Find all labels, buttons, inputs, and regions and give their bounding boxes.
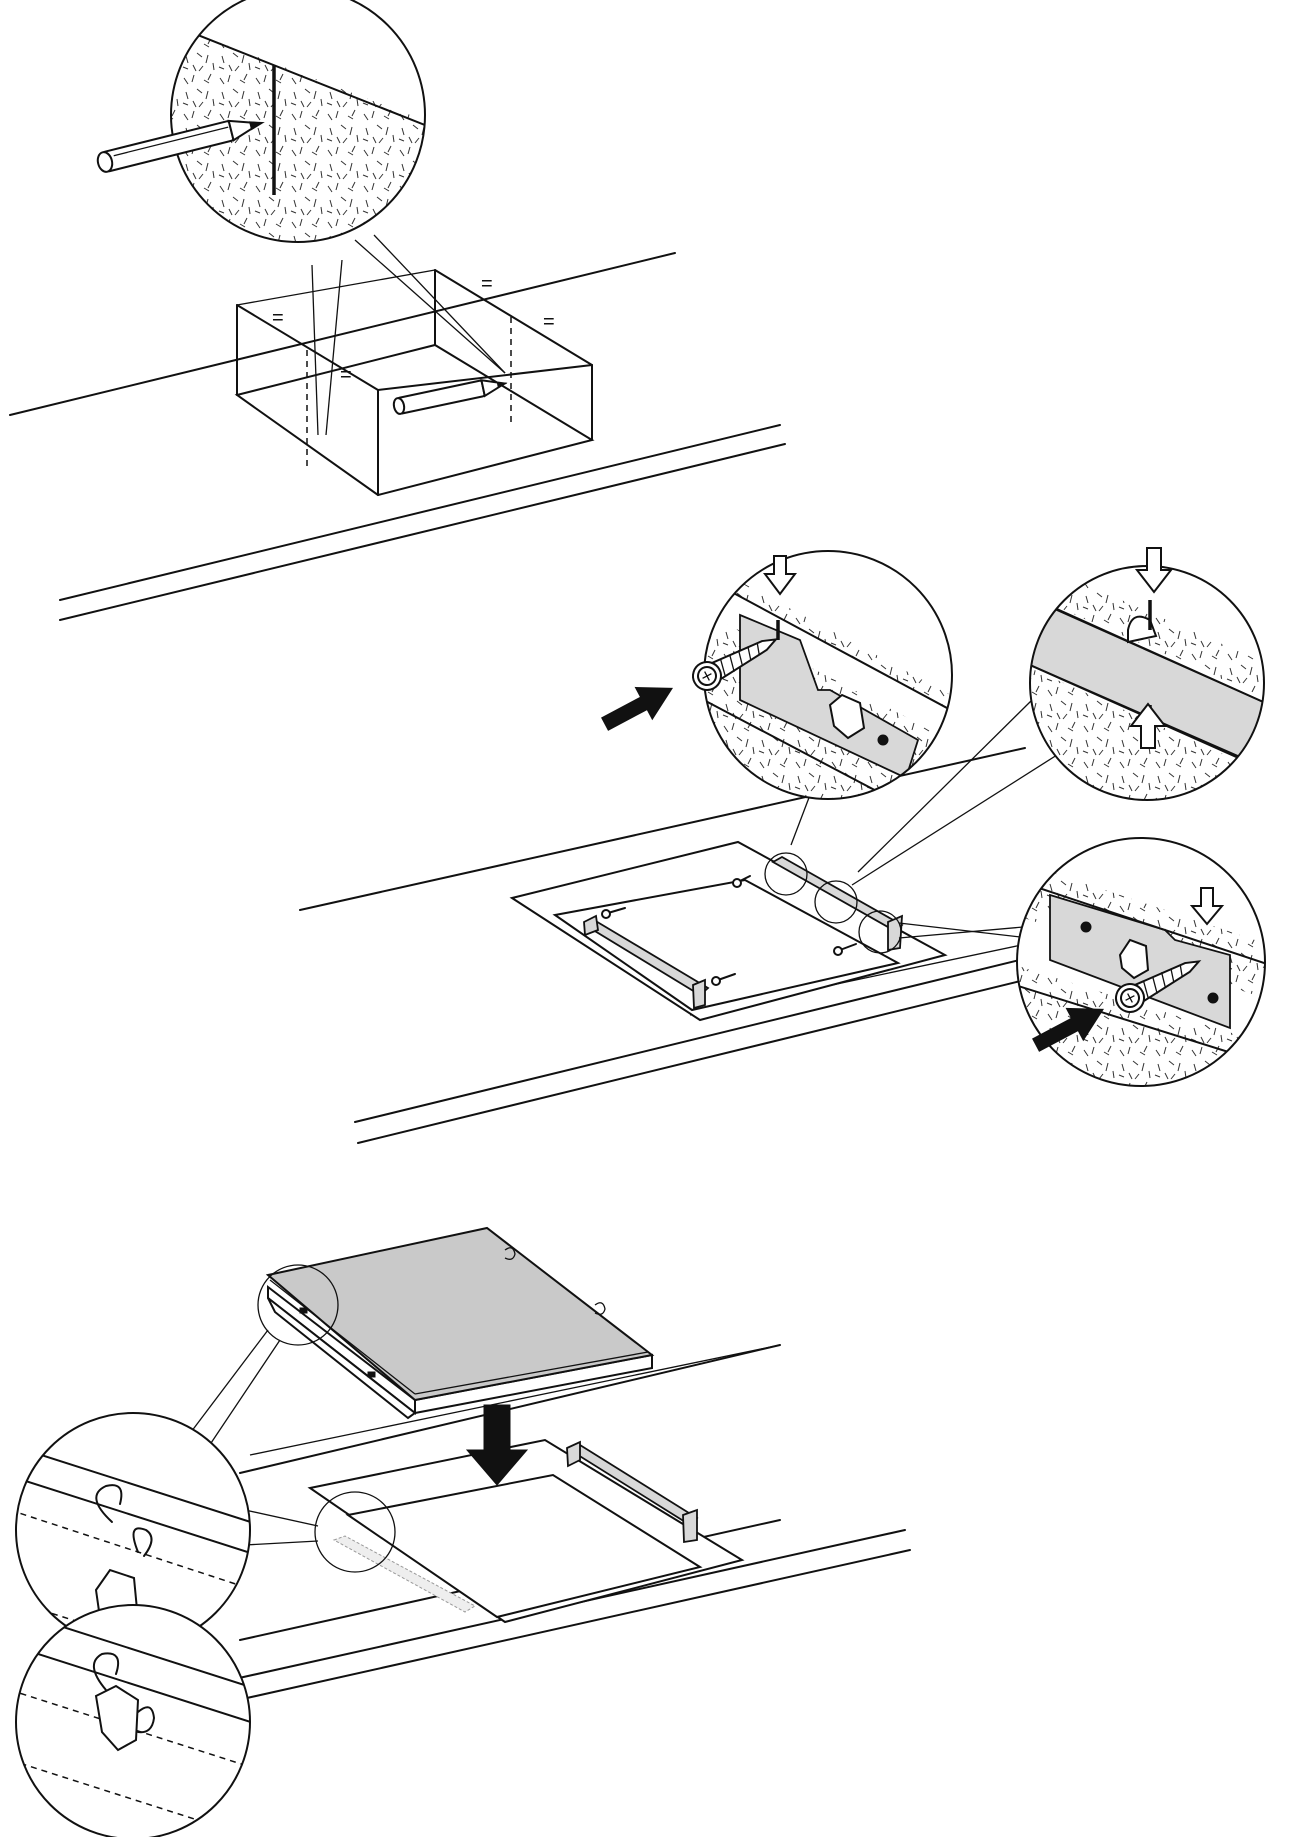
- cutout-box: [234, 269, 595, 497]
- equal-mark: =: [543, 311, 555, 333]
- arrow-icon: [465, 1404, 529, 1486]
- arrow-icon: [1189, 887, 1225, 926]
- cutout-opening: [509, 840, 948, 1022]
- step2-fixing-brackets: [299, 547, 1266, 1144]
- screw-icon: [601, 907, 626, 919]
- screw-icon: [692, 638, 779, 691]
- step3-inserting-hob: [15, 1226, 911, 1837]
- detail-magnifier-clip-engaged: [15, 1604, 251, 1837]
- detail-magnifier-marking: [170, 0, 426, 243]
- arrow-icon: [601, 686, 674, 731]
- pencil-icon: [392, 379, 508, 415]
- bracket-icon: [583, 914, 710, 1010]
- detail-magnifier-bracket-screw: [703, 550, 953, 800]
- hob: [265, 1226, 655, 1420]
- equal-mark: =: [481, 273, 493, 295]
- detail-magnifier-bracket-screw: [1016, 837, 1266, 1087]
- screw-icon: [833, 943, 857, 956]
- arrow-icon: [1134, 547, 1174, 594]
- screw-icon: [711, 973, 736, 986]
- arrow-icon: [763, 555, 797, 596]
- bracket-icon: [566, 1440, 699, 1544]
- equal-mark: =: [272, 307, 284, 329]
- cutout-opening: [307, 1438, 745, 1624]
- arrow-icon: [1032, 1007, 1105, 1052]
- screw-icon: [732, 875, 751, 888]
- equal-mark: =: [340, 364, 352, 386]
- pencil-icon: [96, 119, 265, 173]
- detail-magnifier-slot: [1029, 565, 1265, 801]
- screw-icon: [1115, 960, 1202, 1013]
- step1-marking-cutout: = = = =: [9, 0, 786, 621]
- arrow-icon: [1128, 702, 1168, 749]
